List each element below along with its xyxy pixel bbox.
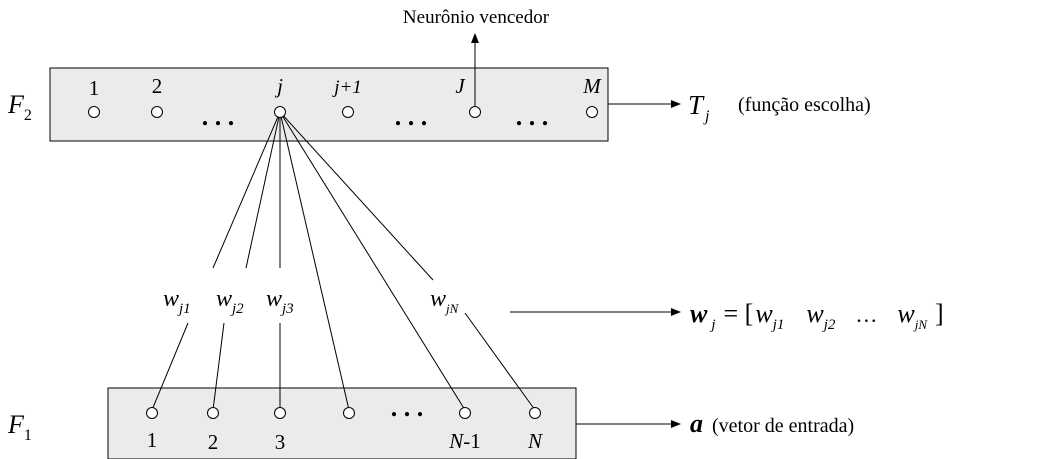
f1-label-1: 1	[147, 428, 158, 452]
weight-label-j1: wj1	[163, 286, 191, 317]
f2-node-M	[586, 106, 598, 118]
f1-label-N1: N-1	[448, 429, 481, 453]
weight-label-j3: wj3	[266, 286, 294, 317]
f1-label-2: 2	[208, 430, 219, 454]
f1-layer-box	[107, 387, 577, 459]
f2-ellipsis-3: . . .	[516, 102, 549, 131]
f2-layer-name: F2	[7, 90, 32, 124]
f1-nodes	[146, 407, 541, 419]
f1-node-3	[274, 407, 286, 419]
winner-label: Neurônio vencedor	[403, 7, 550, 28]
weight-label-j2: wj2	[216, 286, 244, 317]
f1-node-2	[207, 407, 219, 419]
f2-ellipsis-2: . . .	[395, 102, 428, 131]
connection-cont-1	[151, 322, 189, 411]
f2-layer-box	[49, 67, 609, 142]
f2-node-J	[469, 106, 481, 118]
f2-label-J: J	[455, 74, 466, 98]
f1-label-3: 3	[275, 430, 286, 454]
f2-node-j1	[342, 106, 354, 118]
f2-node-2	[151, 106, 163, 118]
f1-node-1	[146, 407, 158, 419]
connection-lines	[151, 111, 536, 411]
f2-ellipsis-1: . . .	[202, 102, 235, 131]
f2-label-2: 2	[152, 74, 163, 98]
connection-j-to-N1	[279, 111, 466, 411]
tj-caption: (função escolha)	[738, 94, 871, 116]
f1-label-N: N	[527, 429, 543, 453]
f1-node-N	[529, 407, 541, 419]
f1-layer-name: F1	[7, 410, 32, 444]
f2-label-j1: j+1	[331, 77, 362, 98]
f1-node-4	[343, 407, 355, 419]
connection-j-to-2	[245, 111, 281, 269]
connection-cont-2	[212, 322, 225, 411]
f1-ellipsis: . . .	[391, 393, 424, 422]
a-symbol: a	[690, 409, 703, 438]
f1-node-N1	[459, 407, 471, 419]
connection-j-to-1	[212, 111, 281, 269]
f2-node-1	[88, 106, 100, 118]
f2-label-1: 1	[89, 76, 100, 100]
connection-cont-N	[464, 312, 536, 411]
f2-node-j	[274, 106, 286, 118]
f2-label-j: j	[274, 74, 283, 98]
f2-label-M: M	[582, 74, 602, 98]
connection-j-to-N	[279, 111, 434, 281]
weight-label-jN: wjN	[430, 286, 460, 316]
connection-j-to-4	[279, 111, 350, 411]
a-caption: (vetor de entrada)	[712, 415, 854, 437]
f2-nodes	[88, 106, 598, 118]
